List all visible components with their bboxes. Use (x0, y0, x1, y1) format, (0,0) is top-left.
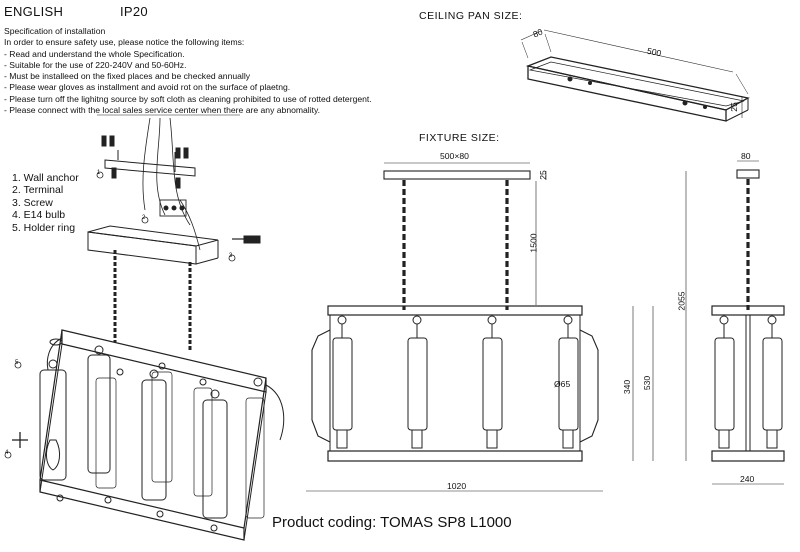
parts-item: 5. Holder ring (12, 221, 76, 234)
front-elevation-drawing (306, 162, 687, 492)
side-pan-width-label: 80 (741, 151, 751, 161)
exploded-view-drawing (4, 114, 285, 541)
parts-item: 3. Screw (12, 196, 53, 209)
callout-2: 2 (142, 215, 146, 221)
callout-5: 5 (15, 360, 19, 366)
ceiling-pan-title: CEILING PAN SIZE: (419, 10, 523, 22)
fixture-pan-size-label: 500×80 (440, 151, 469, 161)
parts-item: 1. Wall anchor (12, 172, 79, 184)
spec-line: - Please turn off the lighitng source by… (4, 93, 372, 104)
fixture-length-label: 1020 (447, 481, 467, 491)
spec-line: - Please connect with the local sales se… (4, 105, 321, 116)
language-label: ENGLISH (4, 4, 64, 19)
fixture-pan-height-label: 25 (537, 170, 548, 180)
side-elevation-drawing (711, 160, 785, 485)
spec-line: - Please wear gloves as installment and … (4, 82, 291, 93)
ceiling-pan-height-label: 25 (728, 102, 739, 112)
callout-1: 1 (97, 170, 101, 176)
specification-block: Specification of installation In order t… (4, 26, 372, 116)
spec-line: - Must be installeed on the fixed places… (4, 71, 251, 82)
spec-line: In order to ensure safety use, please no… (4, 37, 245, 48)
tube-diameter-label: Ø65 (554, 379, 571, 389)
ip-rating: IP20 (120, 4, 148, 19)
spec-line: - Read and understand the whole Specific… (4, 48, 185, 59)
chain-length-label: 1500 (528, 233, 539, 253)
specification-title: Specification of installation (4, 26, 106, 36)
parts-list: 1. Wall anchor 2. Terminal 3. Screw 4. E… (12, 172, 79, 234)
frame-height-label: 340 (622, 379, 633, 395)
total-height-label: 2055 (676, 291, 687, 311)
fixture-title: FIXTURE SIZE: (419, 132, 500, 144)
ceiling-pan-drawing (520, 29, 750, 122)
parts-item: 2. Terminal (12, 184, 64, 197)
body-height-label: 530 (642, 375, 653, 391)
product-coding: Product coding: TOMAS SP8 L1000 (272, 514, 512, 531)
spec-line: - Suitable for the use of 220-240V and 5… (4, 59, 187, 70)
callout-4: 4 (5, 450, 9, 456)
side-width-label: 240 (740, 474, 755, 484)
callout-3: 3 (229, 253, 233, 259)
parts-item: 4. E14 bulb (12, 209, 66, 222)
